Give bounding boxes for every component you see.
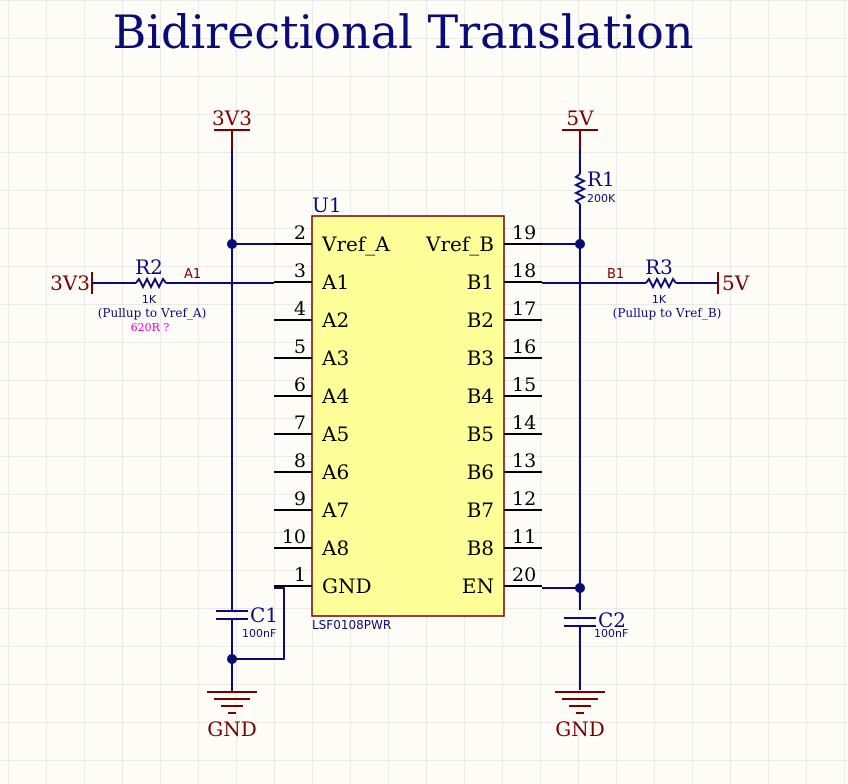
u1-pin-12[interactable]: 12 B7 <box>467 488 542 522</box>
c2-value: 100nF <box>594 627 628 640</box>
r2-note: 620R ? <box>131 321 170 334</box>
net-label-b1: B1 <box>607 267 624 282</box>
pin-number: 1 <box>294 564 306 586</box>
pin-number: 15 <box>512 374 536 396</box>
pin-number: 6 <box>294 374 306 396</box>
u1-part-number: LSF0108PWR <box>312 618 391 632</box>
pin-number: 8 <box>294 450 306 472</box>
pin-name: B5 <box>467 422 494 446</box>
r3-designator: R3 <box>645 255 673 279</box>
pin-name: A5 <box>321 422 349 446</box>
sheet-title: Bidirectional Translation <box>113 5 694 59</box>
u1-pin-2[interactable]: 2 Vref_A <box>274 222 390 256</box>
u1-pin-3[interactable]: 3 A1 <box>274 260 349 294</box>
r3-value: 1K <box>652 293 667 306</box>
gnd-right-label: GND <box>555 717 605 741</box>
pin-number: 10 <box>282 526 306 548</box>
pin-name: B3 <box>467 346 494 370</box>
u1-pin-17[interactable]: 17 B2 <box>467 298 542 332</box>
pin-name: B7 <box>467 498 494 522</box>
u1-pin-1[interactable]: 1 GND <box>274 564 372 598</box>
c1-designator: C1 <box>250 603 278 627</box>
power-port-5v-r3: 5V <box>722 271 750 295</box>
u1-pin-10[interactable]: 10 A8 <box>274 526 349 560</box>
u1-designator: U1 <box>312 193 342 217</box>
u1-pin-20[interactable]: 20 EN <box>462 564 542 598</box>
pin-name: A8 <box>321 536 349 560</box>
u1-right-pins: 19 Vref_B 18 B1 17 B2 16 B3 15 B4 14 B5 13 B6 12 B7 11 B8… <box>425 222 542 598</box>
u1-pin-4[interactable]: 4 A2 <box>274 298 349 332</box>
u1-pin-16[interactable]: 16 B3 <box>467 336 542 370</box>
pin-number: 2 <box>294 222 306 244</box>
pin-number: 11 <box>512 526 536 548</box>
pin-name: EN <box>462 574 494 598</box>
u1-pin-18[interactable]: 18 B1 <box>467 260 542 294</box>
pin-name: B4 <box>467 384 494 408</box>
pin-name: A2 <box>321 308 349 332</box>
u1-body[interactable] <box>311 215 505 617</box>
u1-pin-9[interactable]: 9 A7 <box>274 488 349 522</box>
pin-name: Vref_A <box>321 232 390 256</box>
r1-value: 200K <box>587 192 616 205</box>
pin-number: 17 <box>512 298 536 320</box>
gnd-left-symbol <box>207 690 257 714</box>
u1-pin-19[interactable]: 19 Vref_B <box>425 222 542 256</box>
r1-designator: R1 <box>587 167 615 191</box>
vref-b-rail <box>542 129 598 690</box>
pin-number: 3 <box>294 260 306 282</box>
pin-number: 12 <box>512 488 536 510</box>
pin-name: B2 <box>467 308 494 332</box>
u1-pin-7[interactable]: 7 A5 <box>274 412 349 446</box>
r3-description: (Pullup to Vref_B) <box>613 306 722 320</box>
pin-number: 5 <box>294 336 306 358</box>
u1-pin-6[interactable]: 6 A4 <box>274 374 349 408</box>
net-label-a1: A1 <box>184 267 201 282</box>
pin-number: 18 <box>512 260 536 282</box>
pin-number: 20 <box>512 564 536 586</box>
pin-name: A7 <box>321 498 349 522</box>
pin-number: 13 <box>512 450 536 472</box>
pin-name: A3 <box>321 346 349 370</box>
u1-pin-11[interactable]: 11 B8 <box>467 526 542 560</box>
pin-number: 9 <box>294 488 306 510</box>
power-port-5v-top: 5V <box>566 106 594 130</box>
u1-pin-8[interactable]: 8 A6 <box>274 450 349 484</box>
pin-name: A6 <box>321 460 349 484</box>
c2-designator: C2 <box>598 608 626 632</box>
pin-name: GND <box>322 574 372 598</box>
r2-description: (Pullup to Vref_A) <box>98 306 207 320</box>
pin-number: 16 <box>512 336 536 358</box>
pin-number: 4 <box>294 298 306 320</box>
u1-pin-5[interactable]: 5 A3 <box>274 336 349 370</box>
r2-designator: R2 <box>135 255 163 279</box>
u1-pin-13[interactable]: 13 B6 <box>467 450 542 484</box>
power-port-3v3-top: 3V3 <box>212 106 252 130</box>
pin-name: Vref_B <box>425 232 494 256</box>
a1-net <box>91 272 274 294</box>
pin-name: B8 <box>467 536 494 560</box>
u1-pin-15[interactable]: 15 B4 <box>467 374 542 408</box>
pin-number: 7 <box>294 412 306 434</box>
b1-net <box>542 272 719 294</box>
r2-value: 1K <box>142 293 157 306</box>
c1-value: 100nF <box>242 627 276 640</box>
u1-left-pins: 2 Vref_A 3 A1 4 A2 5 A3 6 A4 7 A5 8 A6 9 A7 10 A8 1 GND <box>274 222 390 598</box>
gnd-right-symbol <box>555 691 605 714</box>
pin-number: 14 <box>512 412 536 434</box>
vref-a-rail <box>214 129 285 690</box>
pin-name: B1 <box>467 270 494 294</box>
pin-name: A1 <box>321 270 349 294</box>
pin-number: 19 <box>512 222 536 244</box>
pin-name: A4 <box>321 384 349 408</box>
u1-pin-14[interactable]: 14 B5 <box>467 412 542 446</box>
gnd-left-label: GND <box>207 717 257 741</box>
pin-name: B6 <box>467 460 494 484</box>
power-port-3v3-r2: 3V3 <box>50 271 90 295</box>
